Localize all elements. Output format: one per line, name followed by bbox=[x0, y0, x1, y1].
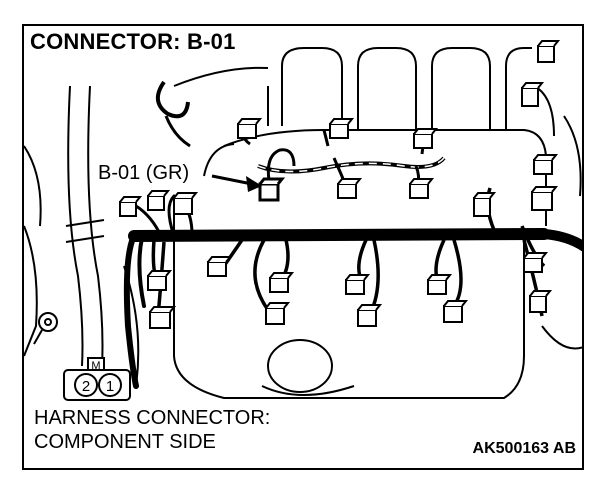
connector-b01-cluster-a bbox=[119, 196, 143, 217]
connector-upper-2 bbox=[337, 178, 363, 199]
diagram-title: CONNECTOR: B-01 bbox=[28, 30, 240, 54]
diagram-caption: HARNESS CONNECTOR: COMPONENT SIDE bbox=[34, 406, 270, 454]
left-hoses bbox=[24, 85, 140, 387]
connector-lower-5 bbox=[357, 304, 383, 327]
ground-terminal bbox=[33, 312, 58, 345]
connector-lower-6 bbox=[427, 274, 453, 295]
connector-upper-3 bbox=[409, 178, 435, 199]
connector-left-2 bbox=[149, 306, 177, 329]
connector-injector-3 bbox=[413, 128, 439, 149]
connector-injector-1 bbox=[237, 118, 263, 139]
connector-b01-cluster-b bbox=[147, 190, 171, 211]
connector-right-2 bbox=[533, 154, 559, 175]
connector-right-6 bbox=[529, 290, 553, 313]
engine-harness-illustration: M 2 1 bbox=[24, 40, 582, 401]
callout-arrow bbox=[211, 174, 262, 192]
connector-injector-2 bbox=[329, 118, 355, 139]
intake-manifold-runners bbox=[173, 47, 532, 130]
connector-right-1 bbox=[473, 192, 497, 217]
connector-lower-7 bbox=[443, 300, 469, 323]
connectors bbox=[119, 40, 561, 329]
figure-id: AK500163 AB bbox=[472, 440, 576, 458]
connector-lower-4 bbox=[345, 274, 371, 295]
connector-b01-cluster-c bbox=[173, 192, 199, 215]
connector-lower-1 bbox=[207, 256, 233, 277]
connector-left-1 bbox=[147, 270, 173, 291]
connector-right-5 bbox=[523, 252, 549, 273]
connector-lower-2 bbox=[265, 302, 291, 325]
connector-b01-target bbox=[258, 177, 286, 202]
connector-lower-3 bbox=[269, 272, 295, 293]
pin-label-1: 1 bbox=[106, 378, 114, 395]
connector-face-labels: M 2 1 bbox=[82, 360, 114, 395]
connector-right-7 bbox=[531, 186, 559, 211]
connector-right-4 bbox=[537, 40, 561, 63]
injector-sub-harness bbox=[156, 80, 446, 187]
connector-right-3 bbox=[521, 82, 545, 107]
caption-line-1: HARNESS CONNECTOR: bbox=[34, 407, 271, 429]
diagram-frame: M 2 1 CONNECTOR: B-01 B-01 (GR) HARNESS … bbox=[22, 24, 584, 470]
caption-line-2: COMPONENT SIDE bbox=[34, 431, 216, 453]
connector-face-symbol bbox=[63, 357, 131, 401]
connector-callout-label: B-01 (GR) bbox=[96, 162, 192, 184]
connector-key-label: M bbox=[91, 360, 100, 372]
pin-label-2: 2 bbox=[82, 378, 90, 395]
